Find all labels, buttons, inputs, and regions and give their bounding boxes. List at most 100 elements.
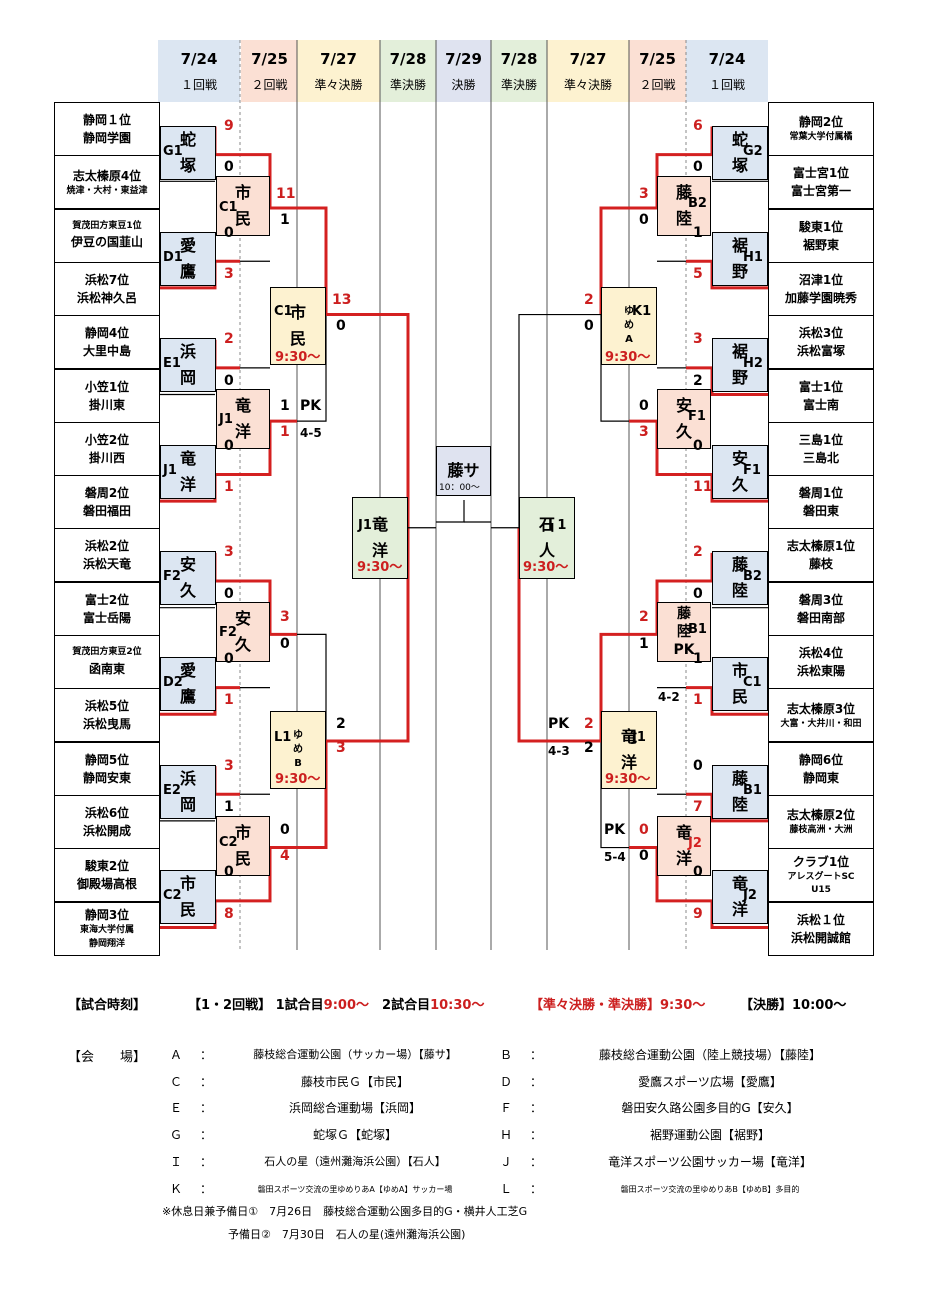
team-name: 静岡東 (802, 770, 839, 785)
venue-name: 石人の星（遠州灘海浜公園）【石人】 (264, 1154, 446, 1168)
venue-key: Ｇ (170, 1128, 183, 1143)
score: 6 (693, 118, 703, 134)
venue-name: 安 久 (234, 609, 251, 654)
team-name: アレスグートSC (787, 871, 855, 882)
venue-name: 浜 岡 (179, 769, 196, 814)
venue-name: 石 人 (538, 515, 555, 560)
team-district: 静岡3位 (84, 908, 130, 922)
venue-name: ゆ め B (293, 730, 303, 769)
match-code: E1 (163, 356, 181, 371)
match-code: J1 (358, 518, 372, 533)
score: 0 (224, 372, 234, 389)
venue-box-l2-1: 市 民 (216, 176, 270, 236)
score: 0 (693, 757, 703, 774)
match-code: F2 (163, 569, 181, 584)
venue-key: Ｂ (500, 1048, 513, 1062)
venue-name: 藤 陸 PK (673, 606, 695, 658)
team-left-12: 浜松5位浜松曳馬 (54, 688, 160, 743)
pk-label: PK (604, 822, 626, 838)
score: 13 (332, 292, 352, 308)
venue-name: 裾 野 (731, 236, 748, 281)
team-name: 藤枝 (808, 557, 833, 572)
team-district: 賀茂田方東豆1位 (72, 220, 142, 231)
venue-name: 市 民 (731, 661, 748, 706)
score: 0 (224, 437, 234, 454)
venue-box-l1-3: 浜 岡 (160, 338, 216, 392)
team-right-11: 浜松4位浜松東陽 (768, 635, 874, 689)
venue-box-l1-6: 愛 鷹 (160, 657, 216, 711)
team-left-4: 浜松7位浜松神久呂 (54, 261, 160, 316)
header-round: 決勝 (451, 78, 476, 92)
team-district: 駿東1位 (798, 219, 844, 234)
team-name: 伊豆の国韮山 (70, 235, 143, 250)
team-district: 静岡6位 (798, 752, 844, 767)
venue-colon: ： (530, 1128, 543, 1143)
score: 3 (639, 186, 649, 202)
score: 0 (280, 822, 290, 838)
venue-name: 浜 岡 (179, 342, 196, 387)
venue-name: 蛇塚Ｇ【蛇塚】 (312, 1128, 397, 1143)
team-right-13: 静岡6位静岡東 (768, 741, 874, 796)
team-name: 東海大学付属 (79, 925, 134, 935)
team-name: 三島北 (802, 450, 839, 465)
score: 2 (336, 716, 346, 732)
match-time: 9:30〜 (523, 560, 569, 575)
team-right-2: 富士宮1位富士宮第一 (768, 155, 874, 210)
venue-name: 裾野運動公園【裾野】 (649, 1128, 770, 1143)
team-left-7: 小笠2位掛川西 (54, 421, 160, 476)
venue-box-r2-3: 藤 陸 PK (657, 602, 711, 662)
header-date: 7/24 (180, 50, 218, 68)
score: 0 (336, 318, 346, 334)
team-name: 加藤学園暁秀 (784, 290, 857, 305)
time-final: 【決勝】10:00〜 (740, 998, 847, 1013)
score: 0 (693, 585, 703, 602)
match-code: F1 (688, 409, 706, 424)
match-code: C1 (743, 675, 762, 690)
venue-box-qf-r1: ゆ め A (601, 287, 657, 365)
venue-key: Ｈ (500, 1128, 513, 1143)
venue-box-l2-2: 竜 洋 (216, 389, 270, 449)
score: 2 (584, 740, 594, 756)
team-district: 浜松１位 (796, 912, 845, 927)
score: 0 (693, 437, 703, 454)
venue-name: 蛇 塚 (731, 130, 748, 175)
venue-box-l1-1: 蛇 塚 (160, 126, 216, 180)
team-left-10: 富士2位富士岳陽 (54, 581, 160, 636)
match-code: J1 (219, 412, 233, 427)
venue-colon: ： (200, 1074, 213, 1089)
venue-name: 安 久 (731, 449, 748, 494)
header-date: 7/28 (389, 50, 427, 68)
bracket-line (518, 313, 601, 528)
team-left-11: 賀茂田方東豆2位函南東 (54, 635, 160, 689)
venue-label: 【会 場】 (68, 1050, 147, 1065)
venue-key: Ｉ (170, 1154, 183, 1169)
match-time: 9:30〜 (357, 560, 403, 575)
venue-box-r1-8: 竜 洋 (712, 870, 768, 924)
match-time: 10：00〜 (439, 483, 480, 493)
time-qf-sf: 【準々決勝・準決勝】9:30〜 (530, 998, 706, 1013)
score: 0 (224, 224, 234, 241)
score: 5 (693, 265, 703, 282)
match-time: 9:30〜 (275, 772, 321, 787)
venue-colon: ： (200, 1154, 213, 1169)
score: 1 (280, 424, 290, 440)
score: 0 (224, 864, 234, 881)
match-code: H1 (743, 250, 763, 265)
venue-key: Ｅ (170, 1101, 183, 1116)
score: 0 (639, 398, 649, 414)
team-name: 富士南 (802, 397, 839, 412)
team-right-8: 磐周1位磐田東 (768, 475, 874, 530)
score: 1 (280, 398, 290, 414)
match-code: H2 (743, 356, 763, 371)
score: 4 (280, 848, 290, 864)
team-name: 浜松富塚 (796, 344, 845, 359)
header-date: 7/27 (569, 50, 607, 68)
venue-name: 愛鷹スポーツ広場【愛鷹】 (638, 1074, 782, 1089)
score: 11 (276, 186, 296, 202)
venue-key: Ｊ (500, 1154, 513, 1169)
team-district: 富士宮1位 (792, 166, 850, 181)
team-name: 浜松曳馬 (82, 717, 131, 732)
score: 0 (693, 159, 703, 176)
score: 3 (224, 757, 234, 774)
